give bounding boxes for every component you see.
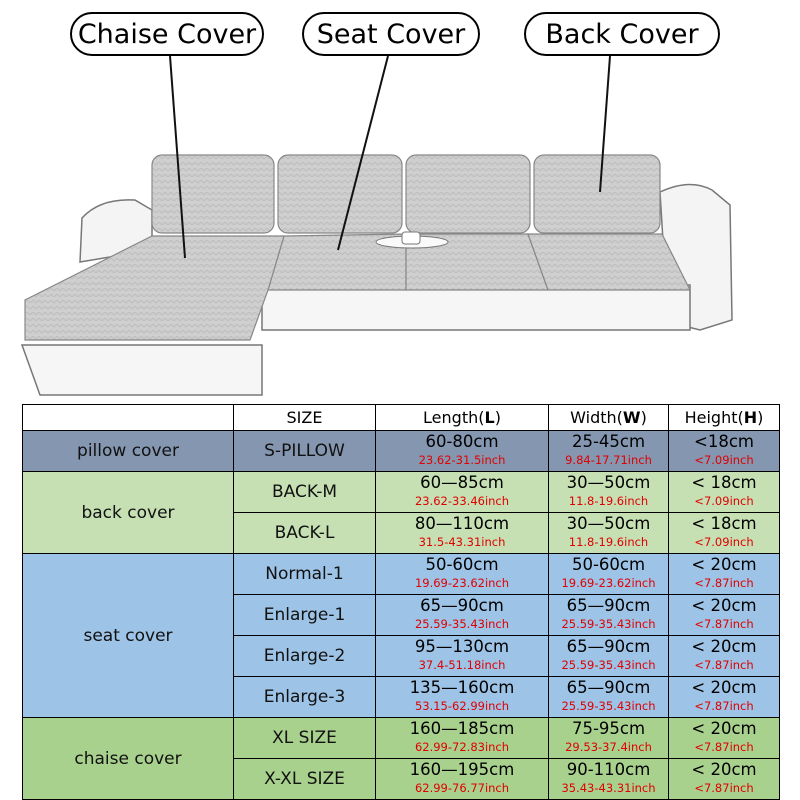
size-cell: Enlarge-1 — [233, 594, 376, 636]
back-leader-line — [599, 55, 611, 193]
sofa-illustration — [20, 55, 733, 396]
header-length: Length(L) — [375, 404, 549, 431]
height-cell: < 20cm<7.87inch — [668, 594, 780, 636]
height-cell: <18cm<7.09inch — [668, 430, 780, 472]
size-cell: XL SIZE — [233, 717, 376, 759]
header-width: Width(W) — [548, 404, 669, 431]
size-cell: BACK-M — [233, 471, 376, 513]
size-cell: Enlarge-3 — [233, 676, 376, 718]
chaise-cover-callout: Chaise Cover — [70, 12, 264, 56]
header-height: Height(H) — [668, 404, 780, 431]
size-cell: Normal-1 — [233, 553, 376, 595]
size-table: SIZE Length(L) Width(W) Height(H) pillow… — [22, 404, 780, 800]
group-chaise-cover: chaise cover — [22, 717, 234, 800]
group-back-cover: back cover — [22, 471, 234, 554]
size-cell: Enlarge-2 — [233, 635, 376, 677]
height-cell: < 18cm<7.09inch — [668, 471, 780, 513]
height-cell: < 20cm<7.87inch — [668, 635, 780, 677]
group-pillow-cover: pillow cover — [22, 430, 234, 472]
seat-leader-line — [337, 55, 389, 251]
height-cell: < 20cm<7.87inch — [668, 553, 780, 595]
table-header-row: SIZE Length(L) Width(W) Height(H) — [22, 404, 780, 431]
size-cell: BACK-L — [233, 512, 376, 554]
chaise-leader-line — [169, 55, 186, 259]
group-seat-cover: seat cover — [22, 553, 234, 718]
height-cell: < 20cm<7.87inch — [668, 758, 780, 800]
size-cell: X-XL SIZE — [233, 758, 376, 800]
height-cell: < 20cm<7.87inch — [668, 717, 780, 759]
height-cell: < 20cm<7.87inch — [668, 676, 780, 718]
header-size: SIZE — [233, 404, 376, 431]
height-cell: < 18cm<7.09inch — [668, 512, 780, 554]
back-cover-callout: Back Cover — [524, 12, 720, 56]
header-empty — [22, 404, 234, 431]
seat-cover-callout: Seat Cover — [302, 12, 480, 56]
size-cell: S-PILLOW — [233, 430, 376, 472]
